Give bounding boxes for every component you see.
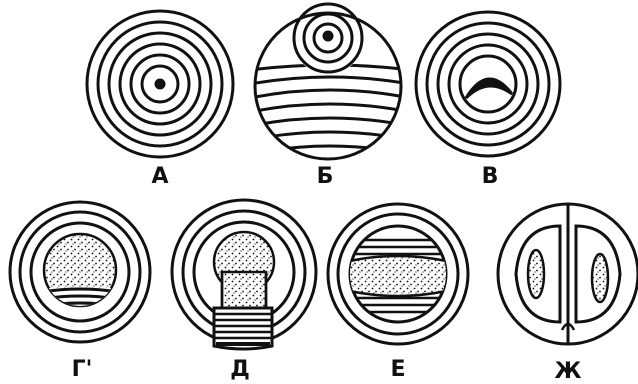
panel-E-label: Е <box>390 357 405 382</box>
panel-E-stippled-band <box>345 256 451 296</box>
panel-E-stripes <box>345 240 451 312</box>
panel-A-label: А <box>151 164 168 189</box>
panel-B: Б <box>250 2 410 189</box>
panel-D-stippled-neck <box>222 272 266 308</box>
panel-A-center-dot <box>155 79 166 90</box>
panel-G-label: Г' <box>72 357 93 382</box>
panel-Zh: Ж <box>498 204 638 384</box>
panel-D-striped-stalk <box>214 308 272 349</box>
panel-E: Е <box>328 204 468 382</box>
panel-B-stripes <box>250 65 410 154</box>
panel-G: Г' <box>10 202 150 382</box>
panel-V-label: В <box>482 164 499 189</box>
panel-Zh-right-stipple <box>592 254 608 302</box>
panel-Zh-left-stipple <box>528 250 544 298</box>
panel-B-dot <box>323 31 334 42</box>
panel-V-crescent <box>466 79 512 98</box>
panel-V: В <box>416 12 560 189</box>
panel-B-label: Б <box>317 164 334 189</box>
panel-D: Д <box>172 200 316 382</box>
panel-D-label: Д <box>230 357 250 382</box>
panel-A: А <box>87 11 233 189</box>
panel-Zh-label: Ж <box>555 359 582 384</box>
